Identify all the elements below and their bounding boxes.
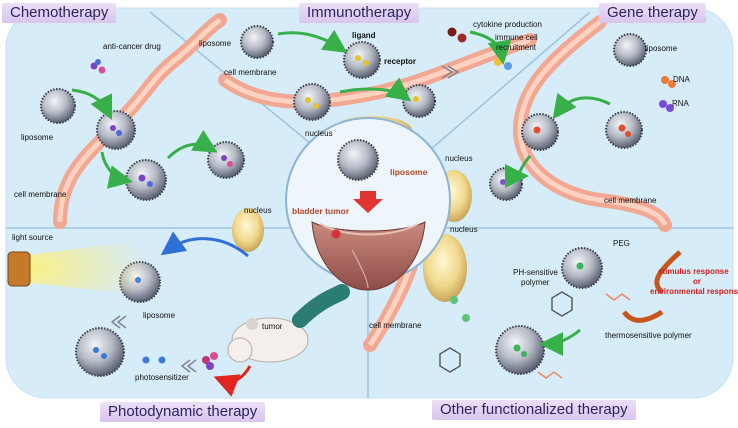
label-anti-cancer-drug: anti-cancer drug xyxy=(103,42,161,51)
label-other-cell-membrane: cell membrane xyxy=(369,321,422,330)
label-immuno-liposome: liposome xyxy=(199,39,232,48)
label-thermosensitive-polymer: thermosensitive polymer xyxy=(605,331,692,340)
label-ph-polymer: polymer xyxy=(521,278,550,287)
light-source-illustration xyxy=(7,240,150,296)
label-rna: RNA xyxy=(672,99,689,108)
label-bladder-tumor: bladder tumor xyxy=(292,206,350,216)
arrows xyxy=(71,29,682,397)
label-immuno-nucleus: nucleus xyxy=(305,129,333,138)
label-or: or xyxy=(693,277,701,286)
label-chemo-cell-membrane: cell membrane xyxy=(14,190,67,199)
chevrons xyxy=(110,65,460,373)
label-stimulus-response: stimulus response xyxy=(658,267,729,276)
title-chemotherapy: Chemotherapy xyxy=(2,3,117,23)
label-photosensitizer: photosensitizer xyxy=(135,373,189,382)
title-other-functionalized: Other functionalized therapy xyxy=(432,400,636,420)
cell-membranes xyxy=(53,13,672,352)
label-immuno-cell-membrane: cell membrane xyxy=(224,68,277,77)
bladder-illustration xyxy=(311,191,426,291)
label-immune-cell: immune cell xyxy=(495,33,538,42)
label-dna: DNA xyxy=(673,75,690,84)
label-other-nucleus: nucleus xyxy=(450,225,478,234)
label-ligand: ligand xyxy=(352,31,376,40)
label-photo-tumor: tumor xyxy=(262,322,283,331)
label-chemo-nucleus: nucleus xyxy=(244,206,272,215)
label-ph-sensitive: PH-sensitive xyxy=(513,268,558,277)
title-gene-therapy: Gene therapy xyxy=(599,3,706,23)
label-receptor: receptor xyxy=(384,57,417,66)
label-center-liposome: liposome xyxy=(390,167,428,177)
label-gene-liposome: liposome xyxy=(645,44,678,53)
label-peg: PEG xyxy=(613,239,630,248)
label-chemo-liposome: liposome xyxy=(21,133,54,142)
title-immunotherapy: Immunotherapy xyxy=(299,3,420,23)
label-photo-liposome: liposome xyxy=(143,311,176,320)
label-gene-nucleus: nucleus xyxy=(445,154,473,163)
polymer-structures xyxy=(439,291,631,379)
label-cytokine-production: cytokine production xyxy=(473,20,542,29)
label-gene-cell-membrane: cell membrane xyxy=(604,196,657,205)
mouse-illustration xyxy=(227,284,350,363)
label-environmental-response: environmental response xyxy=(650,287,738,296)
label-light-source: light source xyxy=(12,233,53,242)
title-photodynamic: Photodynamic therapy xyxy=(100,402,266,422)
label-recruitment: recruitment xyxy=(496,43,537,52)
